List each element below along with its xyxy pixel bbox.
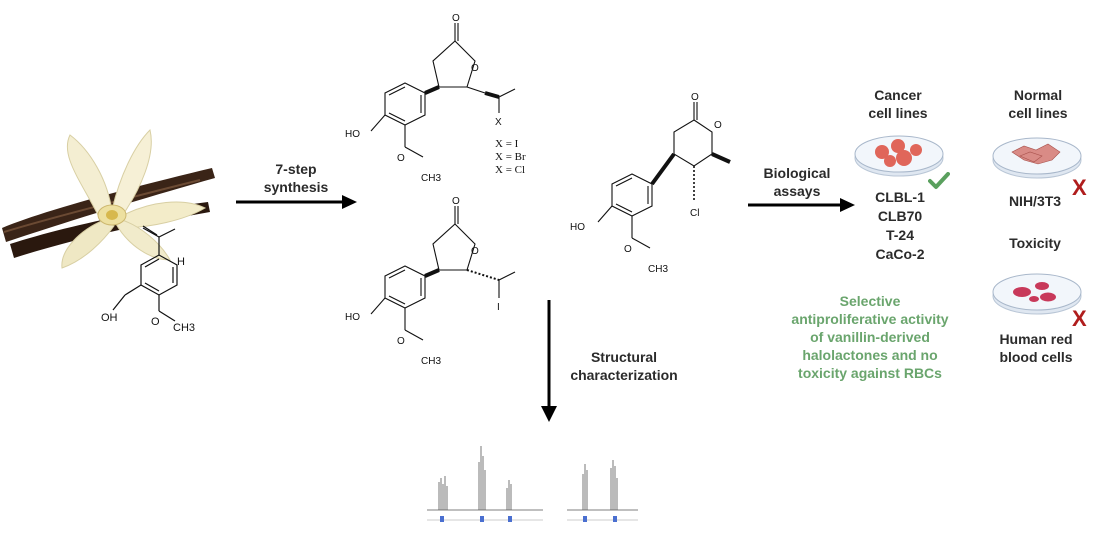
synthesis-label: 7-step synthesis — [248, 160, 344, 196]
halogen-options: X = I X = Br X = Cl — [495, 138, 526, 177]
structural-label-line1: Structural — [590, 349, 658, 365]
vanilla-flower-image — [2, 129, 215, 269]
conclusion-line: antiproliferative activity — [791, 311, 949, 327]
normal-title-line1: Normal — [1013, 87, 1063, 103]
lactone-six-cl-label: Cl — [690, 208, 699, 219]
biological-label-line2: assays — [773, 183, 821, 199]
conclusion-line: Selective — [839, 293, 901, 309]
lactone-bottom-halogen-label: I — [497, 302, 500, 313]
nmr-spectrum-right — [567, 460, 638, 522]
lactone-top-ho-label: HO — [345, 129, 360, 140]
cancer-line-item: CLB70 — [877, 208, 923, 224]
normal-petri-dish — [992, 137, 1082, 179]
normal-title-line2: cell lines — [1008, 105, 1068, 121]
rbc-petri-dish — [992, 273, 1082, 315]
lactone-bottom-o-label: O — [397, 336, 405, 347]
normal-line: NIH/3T3 — [1008, 193, 1062, 209]
cancer-title-line2: cell lines — [868, 105, 928, 121]
lactone-six-methyl-label: CH3 — [648, 264, 668, 275]
lactone-top-o-label: O — [397, 153, 405, 164]
halogen-option-i: X = I — [495, 138, 519, 150]
cancer-title: Cancer cell lines — [848, 86, 948, 122]
halogen-option-br: X = Br — [495, 151, 526, 163]
rbc-label-line2: blood cells — [999, 349, 1073, 365]
check-icon — [928, 172, 950, 189]
vanillin-oh-label: OH — [101, 312, 118, 324]
nmr-spectrum-left — [427, 446, 543, 522]
svg-text:O: O — [714, 120, 722, 131]
structural-label-line2: characterization — [570, 367, 678, 383]
cancer-lines-list: CLBL-1 CLB70 T-24 CaCo-2 — [855, 188, 945, 264]
synthesis-arrow — [236, 195, 357, 209]
structural-arrow — [541, 300, 557, 422]
biological-arrow — [748, 198, 855, 212]
biological-label-line1: Biological — [763, 165, 831, 181]
synthesis-label-line2: synthesis — [263, 179, 329, 195]
halogen-option-cl: X = Cl — [495, 164, 526, 176]
conclusion-line: of vanillin-derived — [810, 329, 930, 345]
lactone-bottom-structure: O O I HO O CH3 — [345, 196, 516, 367]
cancer-line-item: CaCo-2 — [875, 246, 925, 262]
conclusion-line: halolactones and no — [802, 347, 938, 363]
rbc-label-line1: Human red — [999, 331, 1073, 347]
biological-label: Biological assays — [752, 164, 842, 200]
svg-text:O: O — [691, 92, 699, 103]
lactone-bottom-methyl-label: CH3 — [421, 356, 441, 367]
cancer-title-line1: Cancer — [874, 87, 922, 103]
svg-text:O: O — [452, 13, 460, 24]
normal-title: Normal cell lines — [988, 86, 1088, 122]
lactone-top-methyl-label: CH3 — [421, 173, 441, 184]
vanillin-structure: H OH O CH3 — [101, 225, 195, 334]
rbc-label: Human red blood cells — [986, 330, 1086, 366]
svg-text:O: O — [471, 63, 479, 74]
vanillin-methyl-label: CH3 — [173, 322, 195, 334]
lactone-top-x-label: X — [495, 117, 502, 128]
conclusion-line: toxicity against RBCs — [798, 365, 942, 381]
structural-label: Structural characterization — [556, 348, 692, 384]
svg-text:O: O — [471, 246, 479, 257]
lactone-six-structure: O O Cl HO O CH3 — [570, 92, 731, 275]
conclusion-text: Selective antiproliferative activity of … — [770, 292, 970, 382]
toxicity-cross-icon: X — [1072, 306, 1087, 331]
lactone-top-structure: O O X HO O CH3 — [345, 13, 516, 184]
vanillin-o-label: O — [151, 316, 160, 328]
synthesis-label-line1: 7-step — [275, 161, 317, 177]
normal-cross-icon: X — [1072, 175, 1087, 200]
vanillin-h-label: H — [177, 256, 185, 268]
cancer-line-item: CLBL-1 — [875, 189, 925, 205]
lactone-six-ho-label: HO — [570, 222, 585, 233]
svg-text:O: O — [452, 196, 460, 207]
toxicity-title: Toxicity — [1009, 235, 1061, 251]
lactone-bottom-ho-label: HO — [345, 312, 360, 323]
cancer-line-item: T-24 — [885, 227, 914, 243]
cancer-petri-dish — [854, 135, 944, 177]
lactone-six-o-label: O — [624, 244, 632, 255]
